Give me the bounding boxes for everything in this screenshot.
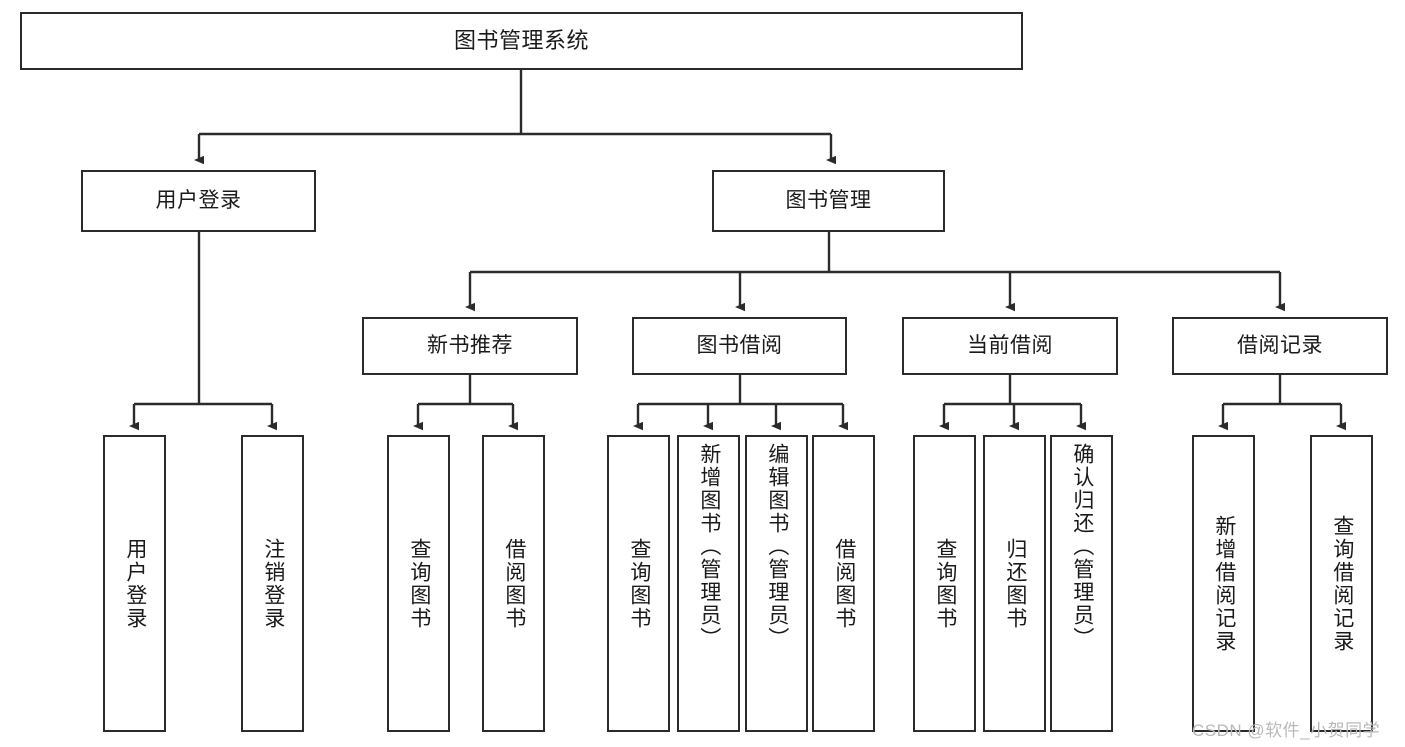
node-leaf-query-book-1[interactable]: 查询图书	[387, 435, 450, 732]
node-leaf-logout-login-label: 注销登录	[261, 537, 285, 630]
node-borrow-record[interactable]: 借阅记录	[1172, 317, 1388, 375]
node-leaf-borrow-book-1-label: 借阅图书	[502, 537, 526, 630]
node-leaf-query-book-2[interactable]: 查询图书	[607, 435, 670, 732]
node-leaf-confirm-return[interactable]: 确认归还（管理员）	[1050, 435, 1113, 732]
node-new-book-recommend[interactable]: 新书推荐	[362, 317, 578, 375]
node-leaf-borrow-book-2[interactable]: 借阅图书	[812, 435, 875, 732]
node-book-borrow-label: 图书借阅	[696, 333, 783, 357]
node-leaf-borrow-book-2-label: 借阅图书	[832, 537, 856, 630]
node-user-login-label: 用户登录	[155, 188, 242, 212]
node-root-label: 图书管理系统	[453, 28, 589, 54]
node-book-borrow[interactable]: 图书借阅	[632, 317, 847, 375]
node-leaf-add-borrow-record[interactable]: 新增借阅记录	[1192, 435, 1255, 732]
node-book-management-label: 图书管理	[785, 188, 872, 212]
node-user-login[interactable]: 用户登录	[81, 170, 316, 232]
node-current-borrow[interactable]: 当前借阅	[902, 317, 1118, 375]
node-leaf-return-book[interactable]: 归还图书	[983, 435, 1046, 732]
node-leaf-query-book-1-label: 查询图书	[407, 537, 431, 630]
node-leaf-borrow-book-1[interactable]: 借阅图书	[482, 435, 545, 732]
node-leaf-user-login[interactable]: 用户登录	[103, 435, 166, 732]
node-leaf-confirm-return-label: 确认归还（管理员）	[1070, 443, 1094, 650]
node-leaf-edit-book-label: 编辑图书（管理员）	[765, 443, 789, 650]
node-leaf-user-login-label: 用户登录	[123, 537, 147, 630]
node-leaf-query-borrow-record[interactable]: 查询借阅记录	[1310, 435, 1373, 732]
node-leaf-add-book[interactable]: 新增图书（管理员）	[677, 435, 740, 732]
node-book-management[interactable]: 图书管理	[712, 170, 945, 232]
node-root[interactable]: 图书管理系统	[20, 12, 1023, 70]
node-current-borrow-label: 当前借阅	[967, 333, 1053, 357]
node-leaf-logout-login[interactable]: 注销登录	[241, 435, 304, 732]
node-leaf-query-book-3[interactable]: 查询图书	[913, 435, 976, 732]
node-leaf-query-book-2-label: 查询图书	[627, 537, 651, 630]
node-leaf-query-book-3-label: 查询图书	[933, 537, 957, 630]
watermark: CSDN @软件_小贺同学	[1192, 721, 1381, 740]
node-borrow-record-label: 借阅记录	[1237, 333, 1323, 357]
node-leaf-query-borrow-record-label: 查询借阅记录	[1330, 514, 1354, 653]
node-leaf-add-book-label: 新增图书（管理员）	[697, 443, 721, 650]
node-leaf-return-book-label: 归还图书	[1003, 537, 1027, 630]
node-new-book-recommend-label: 新书推荐	[427, 333, 513, 357]
node-leaf-edit-book[interactable]: 编辑图书（管理员）	[745, 435, 808, 732]
node-leaf-add-borrow-record-label: 新增借阅记录	[1212, 514, 1236, 653]
